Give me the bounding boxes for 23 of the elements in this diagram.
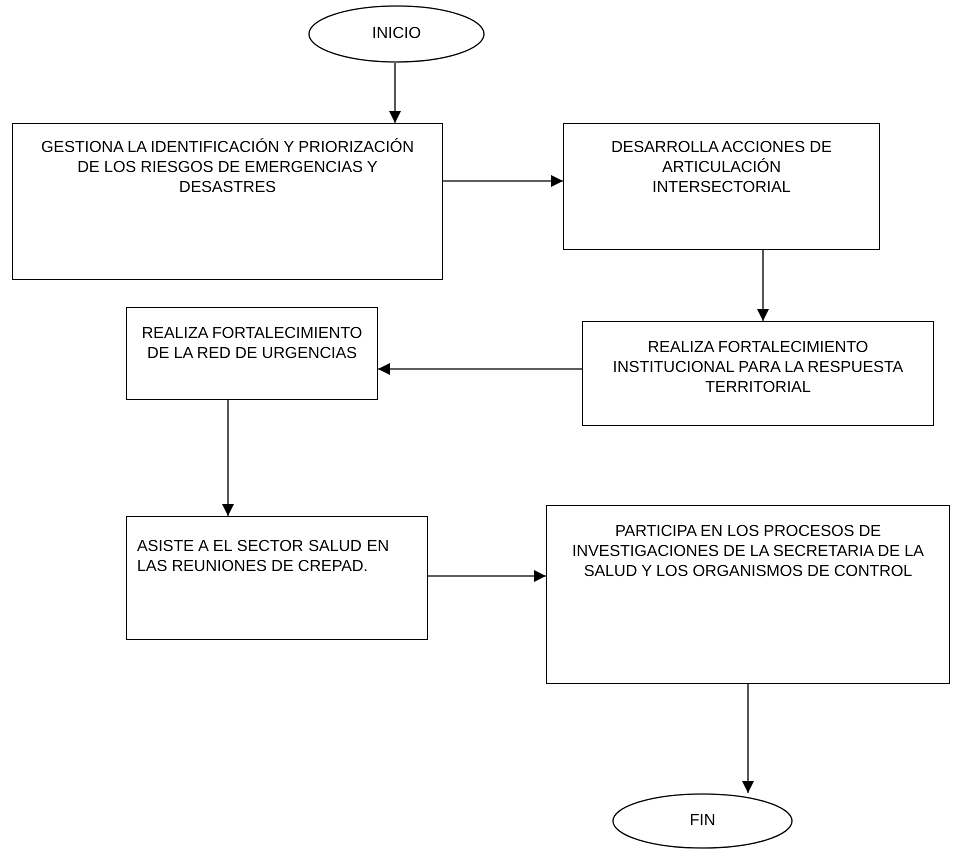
arrow (389, 63, 401, 123)
arrow (378, 363, 582, 375)
node-text: INICIO (372, 24, 421, 44)
arrow (443, 175, 563, 187)
arrow (428, 570, 546, 582)
terminal-ellipse (612, 793, 793, 849)
node-text: DESARROLLA ACCIONES DE ARTICULACIÓN INTERSECTORIAL (610, 138, 833, 198)
process-box (126, 516, 428, 640)
node-text: REALIZA FORTALECIMIENTO DE LA RED DE URGENCIAS (141, 324, 363, 364)
arrow (742, 684, 754, 793)
node-text: ASISTE A EL SECTOR SALUD EN LAS REUNIONES DE CREPAD. (137, 537, 389, 577)
node-text: PARTICIPA EN LOS PROCESOS DE INVESTIGACIONES DE LA SECRETARIA DE LA SALUD Y LOS ORGANISMOS DE CONTROL (571, 522, 925, 582)
terminal-ellipse (308, 5, 485, 63)
process-box (12, 123, 443, 280)
node-text: REALIZA FORTALECIMIENTO INSTITUCIONAL PARA LA RESPUESTA TERRITORIAL (612, 338, 904, 398)
process-box (546, 505, 950, 684)
arrow (757, 250, 769, 321)
arrow (222, 400, 234, 516)
process-box (126, 307, 378, 400)
process-box (563, 123, 880, 250)
node-text: GESTIONA LA IDENTIFICACIÓN Y PRIORIZACIÓN DE LOS RIESGOS DE EMERGENCIAS Y DESASTRES (40, 138, 415, 198)
process-box (582, 321, 934, 426)
node-text: FIN (690, 811, 716, 831)
